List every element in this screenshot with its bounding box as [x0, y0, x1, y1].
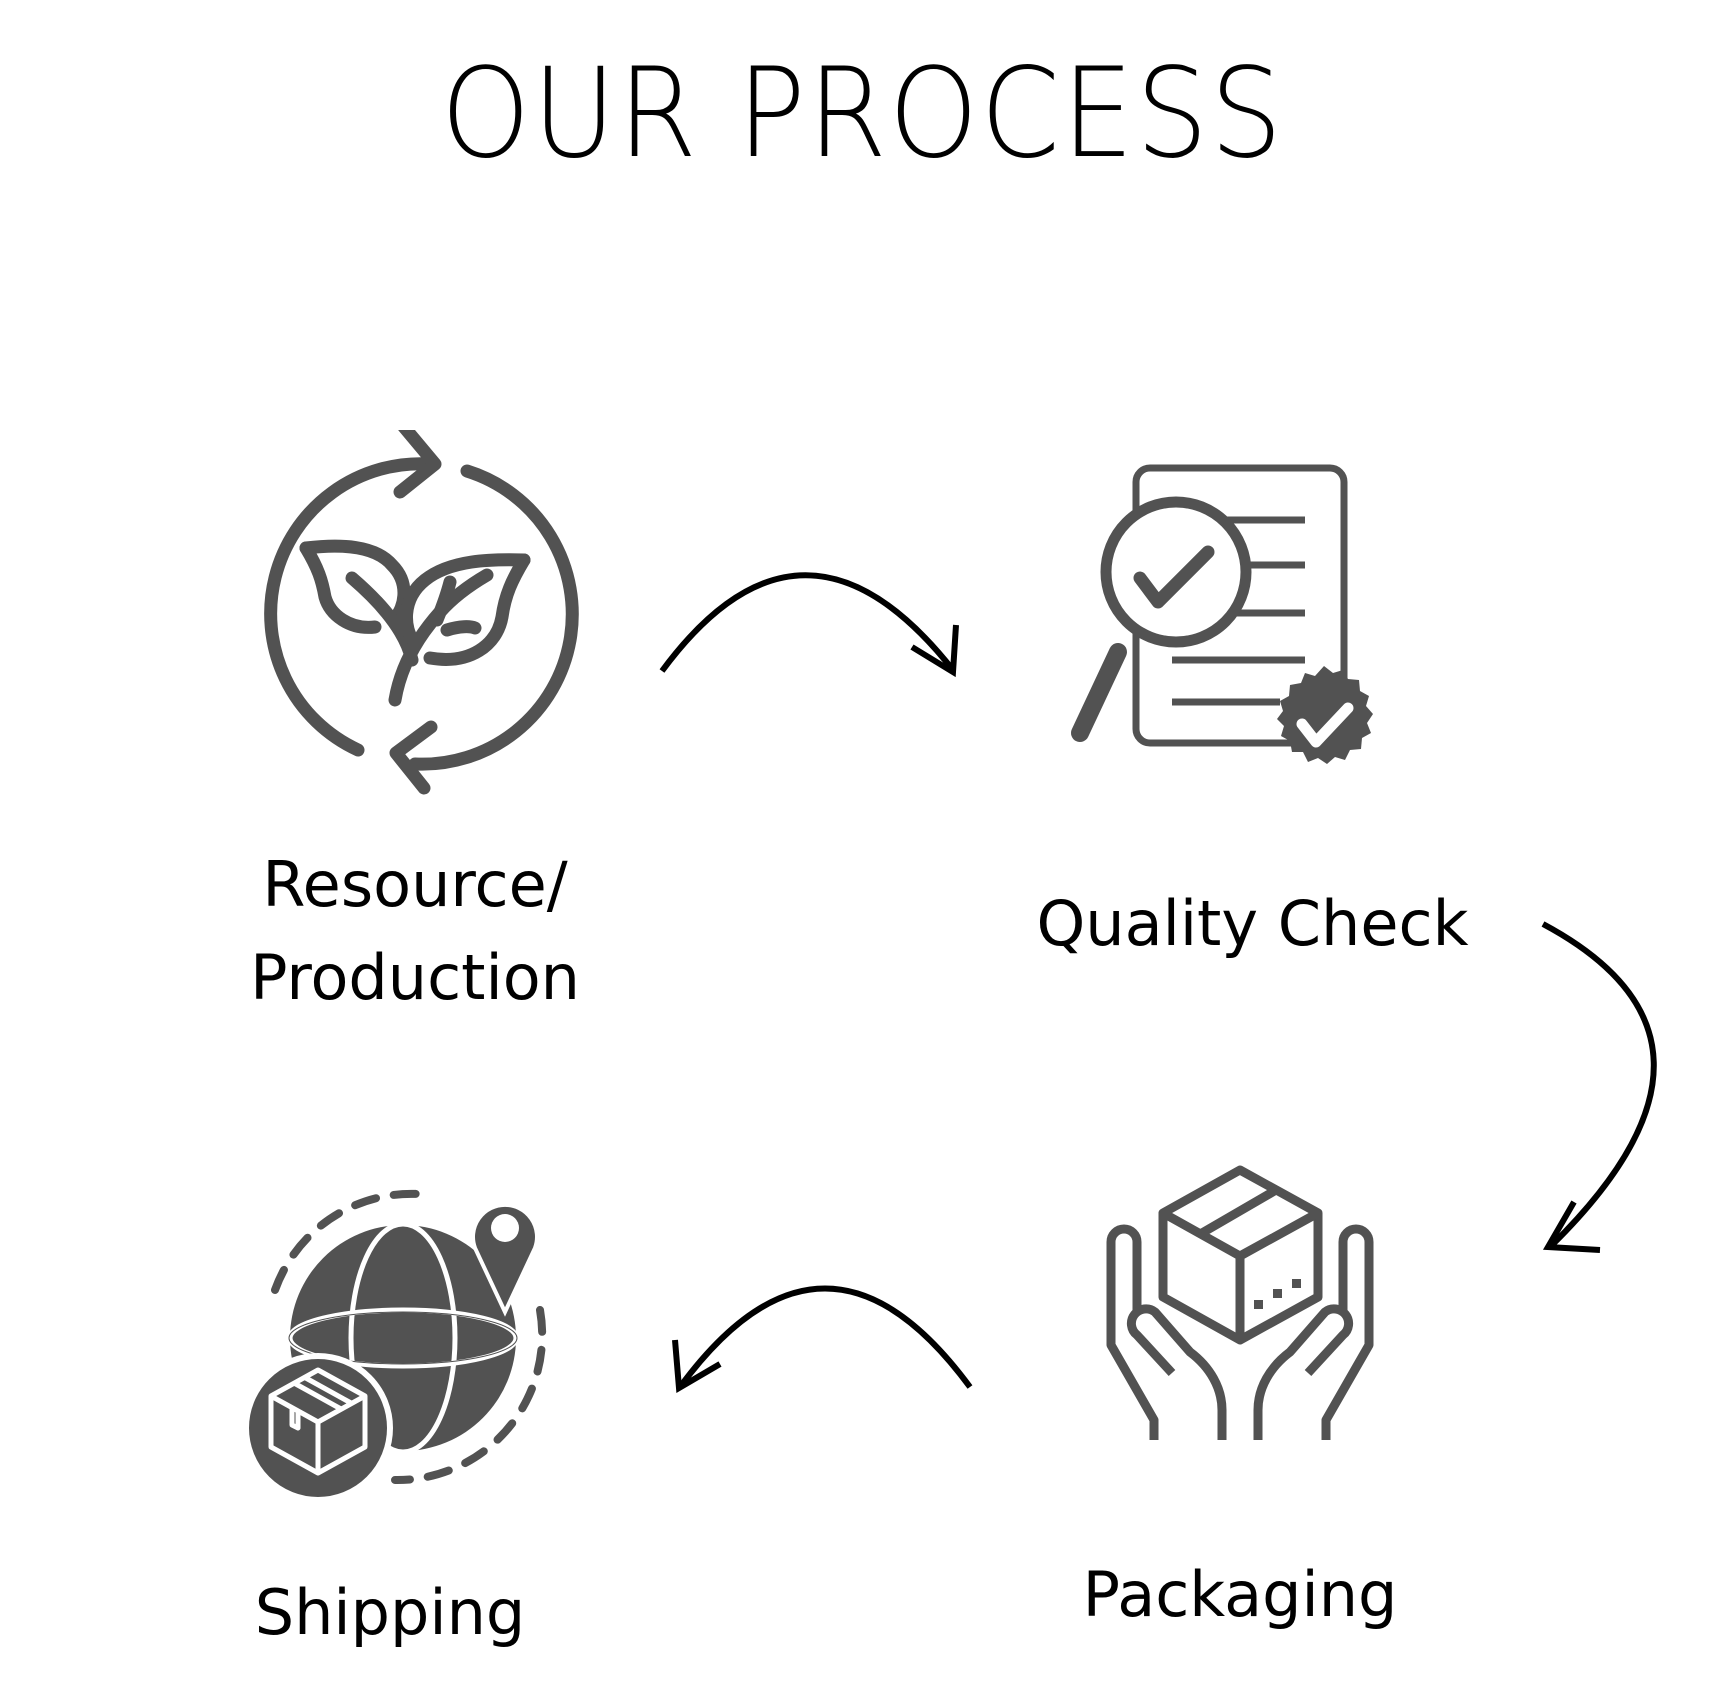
step-label-line2: Production	[250, 941, 580, 1014]
document-magnifier-check-icon	[1060, 455, 1400, 785]
step-label-resource-production: Resource/ Production	[240, 838, 590, 1024]
step-label-quality-check: Quality Check	[1036, 887, 1469, 960]
curved-arrow-left-icon	[672, 1285, 973, 1393]
step-label-shipping: Shipping	[254, 1576, 526, 1649]
hands-holding-box-icon	[1095, 1160, 1395, 1455]
curved-arrow-down-icon	[1541, 921, 1657, 1253]
leaf-recycle-icon	[250, 430, 580, 810]
step-label-line1: Resource/	[262, 848, 568, 921]
page-title: OUR PROCESS	[440, 42, 1285, 186]
globe-location-box-icon	[235, 1185, 555, 1505]
curved-arrow-right-icon	[659, 572, 959, 678]
step-label-packaging: Packaging	[1082, 1558, 1398, 1631]
